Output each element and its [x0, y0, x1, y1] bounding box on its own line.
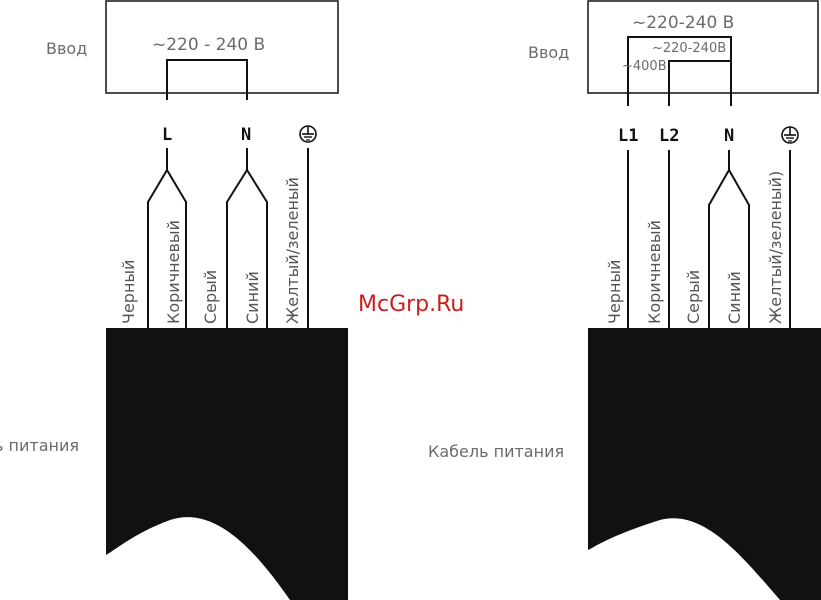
- right-terminal-l2: L2: [659, 126, 679, 146]
- right-inner-bridge: [668, 60, 731, 106]
- right-input-box: [587, 0, 819, 94]
- right-wire-gray: [708, 169, 730, 328]
- right-wire-label-ground: Желтый/зеленый): [766, 171, 785, 324]
- left-wire-black: [147, 169, 168, 328]
- watermark: McGrp.Ru: [358, 292, 464, 317]
- left-wire-gray: [226, 169, 248, 328]
- ground-icon: [299, 125, 317, 143]
- left-input-box: [105, 0, 339, 94]
- right-diagram: Ввод ~220-240 В ~220-240В ~400В L1 L2 N …: [428, 0, 821, 600]
- left-diagram: Ввод ~220 - 240 В L N Черный Коричневый …: [0, 0, 348, 600]
- right-input-label: Ввод: [528, 43, 569, 62]
- right-inner-voltage-2: ~400В: [622, 59, 667, 74]
- right-wire-label-gray: Серый: [684, 270, 703, 324]
- right-wire-label-black: Черный: [605, 260, 624, 324]
- right-wire-label-blue: Синий: [725, 271, 744, 324]
- left-wire-label-brown: Коричневый: [164, 220, 183, 324]
- right-inner-voltage-1: ~220-240В: [652, 41, 726, 56]
- left-bridge-wire: [166, 59, 248, 100]
- right-cable-label: Кабель питания: [428, 442, 564, 461]
- left-cable-label: ь питания: [0, 436, 79, 455]
- left-wire-label-black: Черный: [119, 260, 138, 324]
- right-wire-label-brown: Коричневый: [645, 220, 664, 324]
- right-terminal-n: N: [724, 126, 734, 146]
- right-wire-blue: [728, 169, 750, 328]
- left-voltage-label: ~220 - 240 В: [152, 35, 265, 55]
- left-wire-blue: [246, 169, 268, 328]
- right-outer-bridge: [627, 36, 732, 106]
- ground-icon: [781, 126, 799, 144]
- right-cable: [588, 328, 821, 600]
- left-terminal-l: L: [162, 125, 172, 145]
- left-wire-label-ground: Желтый/зеленый: [283, 177, 302, 324]
- left-cable: [106, 328, 348, 600]
- left-terminal-n: N: [241, 125, 251, 145]
- left-wire-label-blue: Синий: [243, 271, 262, 324]
- left-wire-label-gray: Серый: [201, 270, 220, 324]
- left-input-label: Ввод: [46, 39, 87, 58]
- right-terminal-l1: L1: [618, 126, 638, 146]
- left-wire-brown: [166, 169, 187, 328]
- right-voltage-label: ~220-240 В: [632, 13, 734, 33]
